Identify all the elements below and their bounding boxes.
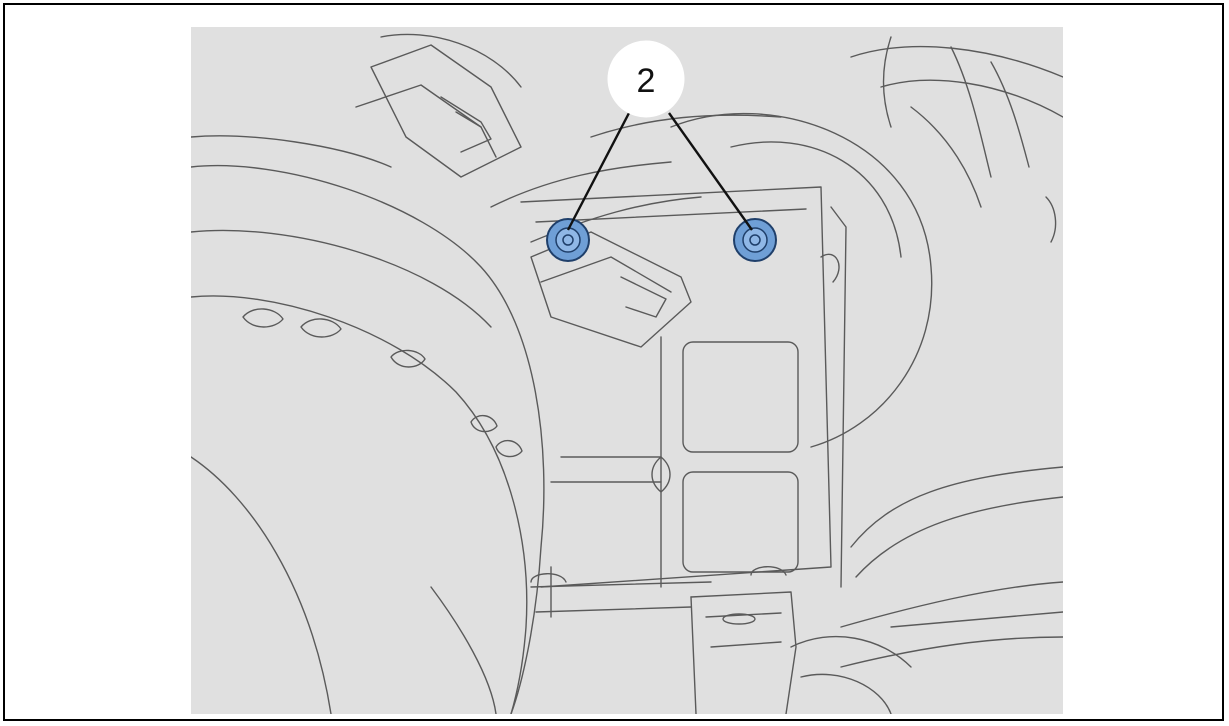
- illustration-svg: 2: [191, 33, 1063, 714]
- housing-rim: [191, 229, 492, 328]
- bolt-left: [546, 218, 590, 262]
- bottom-post: [690, 591, 797, 714]
- engine-outline-drawing: [191, 33, 1063, 714]
- bracket-plate: [520, 186, 832, 588]
- disc-outline: [670, 113, 933, 448]
- callout-number: 2: [637, 62, 656, 100]
- callout-bubble: 2: [607, 40, 685, 118]
- leader-line-right: [668, 112, 753, 231]
- figure-frame: 2: [3, 3, 1224, 721]
- callout-leaders: [566, 112, 753, 231]
- housing-inner: [191, 295, 528, 714]
- technical-illustration: 2: [191, 27, 1063, 714]
- bolt-right: [733, 218, 777, 262]
- leader-line-left: [566, 112, 631, 231]
- housing-outer: [191, 164, 545, 714]
